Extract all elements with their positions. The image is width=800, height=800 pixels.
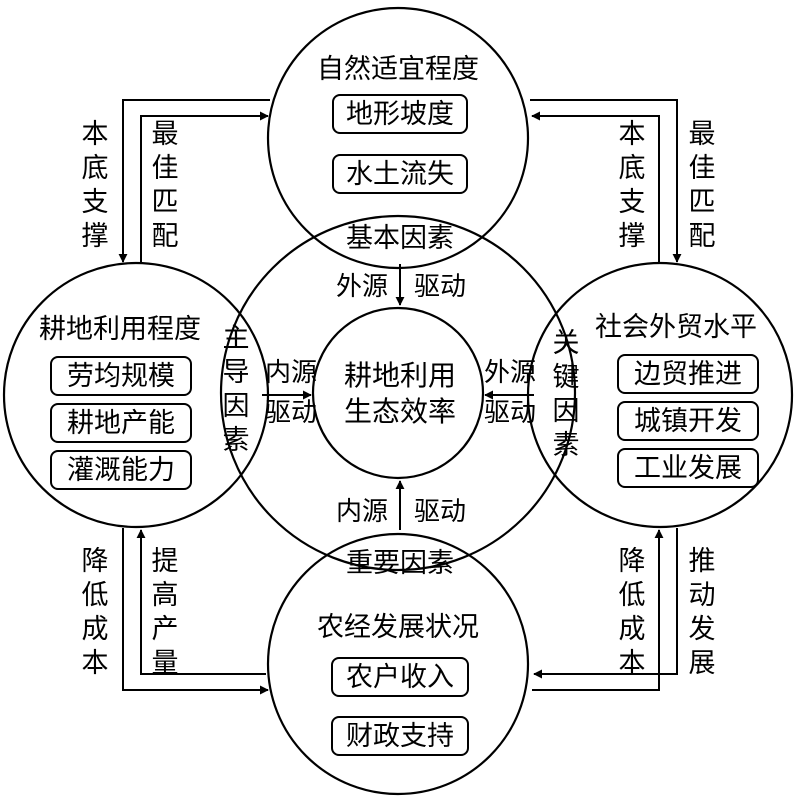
left-factor-char-3: 因 [223,391,250,422]
central-ring [219,214,577,572]
bottom-left-label-b-2: 高 [152,580,179,611]
top-left-label-b-1: 最 [152,119,179,150]
top-left-label-a-4: 撑 [82,221,109,252]
left-drive-top: 内源 [265,358,317,388]
top-right-label-a-2: 底 [619,153,646,184]
bottom-drive-right: 驱动 [414,497,466,527]
top-title: 自然适宜程度 [317,54,479,85]
top-left-label-b-2: 佳 [152,153,179,184]
bottom-left-down-arrow [122,528,269,695]
top-circle [266,6,530,270]
top-right-label-b-1: 最 [689,119,716,150]
bottom-drive-left: 内源 [336,497,388,527]
top-right-label-a-4: 撑 [619,221,646,252]
top-right-label-b-2: 佳 [689,153,716,184]
top-left-down-arrow [118,99,270,263]
core-line-2: 生态效率 [344,395,456,428]
top-right-label-a-1: 本 [619,119,646,150]
top-left-label-b-3: 匹 [152,187,179,218]
right-factor-char-4: 素 [553,430,580,461]
top-right-label-b-3: 匹 [689,187,716,218]
bottom-factor: 重要因素 [346,548,454,579]
top-left-label-b-4: 配 [152,221,179,252]
core-line-1: 耕地利用 [344,359,456,392]
bottom-right-label-a-1: 降 [619,546,646,577]
right-item-box-3 [617,448,759,488]
bottom-right-label-a-4: 本 [619,648,646,679]
bottom-right-label-a-3: 成 [619,614,646,645]
right-item-3: 工业发展 [634,453,742,484]
top-factor: 基本因素 [346,223,454,254]
left-drive-bottom: 驱动 [265,398,317,428]
bottom-left-up-arrow [136,529,266,675]
top-item-1: 地形坡度 [346,99,454,130]
bottom-right-label-b-2: 动 [689,580,716,611]
bottom-item-2: 财政支持 [346,721,454,752]
top-left-label-a-2: 底 [82,153,109,184]
bottom-left-label-b-1: 提 [152,546,179,577]
bottom-left-label-a-3: 成 [82,614,109,645]
left-item-box-3 [50,450,192,490]
top-right-label-a-3: 支 [619,187,646,218]
top-left-label-a-3: 支 [82,187,109,218]
left-factor-char-2: 导 [223,357,250,388]
top-item-2: 水土流失 [346,159,454,190]
top-right-up-arrow [531,111,660,262]
bottom-title: 农经发展状况 [317,612,479,643]
right-factor-char-2: 键 [553,362,580,393]
right-drive-bottom: 驱动 [484,398,536,428]
bottom-left-label-a-4: 本 [82,648,109,679]
right-title: 社会外贸水平 [595,312,757,343]
right-item-2: 城镇开发 [634,406,742,437]
bottom-right-label-a-2: 低 [619,580,646,611]
bottom-right-label-b-4: 展 [689,648,716,679]
left-title: 耕地利用程度 [39,314,201,345]
top-drive-right: 驱动 [414,272,466,302]
bottom-left-label-b-3: 产 [152,614,179,645]
left-item-1: 劳均规模 [67,361,175,392]
top-right-label-b-4: 配 [689,221,716,252]
bottom-left-label-b-4: 量 [152,648,179,679]
left-item-box-1 [50,356,192,396]
right-factor-char-1: 关 [553,328,580,359]
top-item-box-1 [332,94,468,134]
top-item-box-2 [332,154,468,194]
top-right-down-arrow [530,99,682,263]
bottom-item-box-2 [331,716,469,756]
bottom-circle [266,532,530,796]
bottom-left-label-a-2: 低 [82,580,109,611]
top-left-label-a-1: 本 [82,119,109,150]
bottom-item-1: 农户收入 [346,662,454,693]
left-factor-char-4: 素 [223,425,250,456]
bottom-item-box-1 [331,657,469,697]
right-item-box-2 [617,401,759,441]
right-item-1: 边贸推进 [634,359,742,390]
core-circle [311,306,485,480]
bottom-right-up-arrow [532,529,664,691]
bottom-right-label-b-1: 推 [689,546,716,577]
bottom-left-label-a-1: 降 [82,546,109,577]
top-left-up-arrow [140,111,269,262]
top-drive-left: 外源 [336,272,388,302]
left-item-3: 灌溉能力 [67,455,175,486]
left-item-2: 耕地产能 [67,408,175,439]
right-factor-char-3: 因 [553,396,580,427]
right-drive-top: 外源 [484,358,536,388]
right-item-box-1 [617,354,759,394]
left-item-box-2 [50,403,192,443]
bottom-right-label-b-3: 发 [689,614,716,645]
bottom-right-down-arrow [533,528,678,679]
left-factor-char-1: 主 [223,323,250,354]
